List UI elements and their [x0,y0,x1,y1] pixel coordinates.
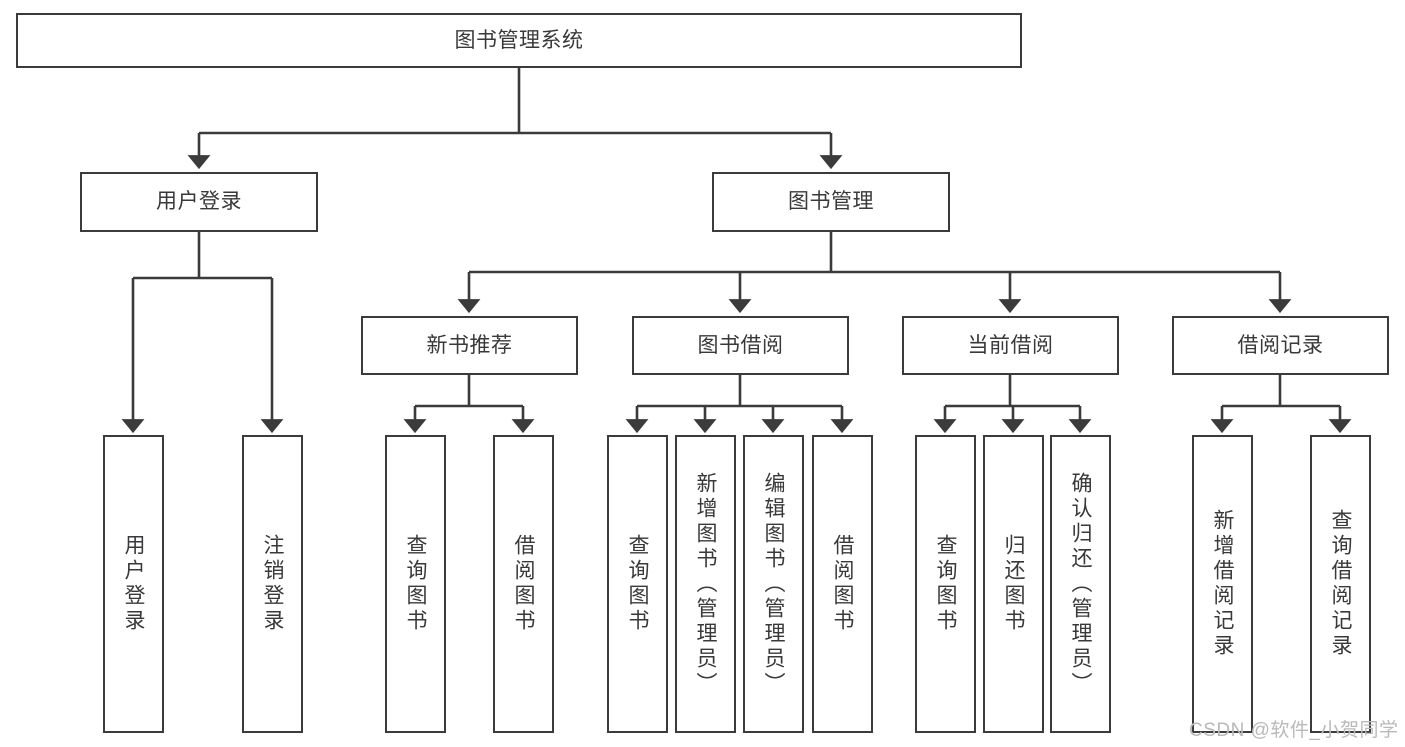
node-root[interactable]: 图书管理系统 [16,13,1022,68]
node-borrow-record-label: 借阅记录 [1237,333,1324,357]
node-leaf-query-record[interactable]: 查询借阅记录 [1310,435,1371,733]
node-leaf-add-record-label: 新增借阅记录 [1211,509,1234,659]
node-leaf-logout[interactable]: 注销登录 [242,435,303,733]
node-leaf-borrow-book-2-label: 借阅图书 [831,534,854,634]
node-leaf-borrow-book-2[interactable]: 借阅图书 [812,435,873,733]
node-leaf-add-book-label: 新增图书（管理员） [694,471,717,697]
node-borrow-record[interactable]: 借阅记录 [1172,316,1389,375]
node-leaf-user-login-label: 用户登录 [122,534,145,634]
node-current-borrow[interactable]: 当前借阅 [902,316,1119,375]
node-leaf-query-book-1[interactable]: 查询图书 [385,435,446,733]
node-leaf-query-record-label: 查询借阅记录 [1329,509,1352,659]
node-book-borrow-label: 图书借阅 [697,333,784,357]
node-leaf-query-book-1-label: 查询图书 [404,534,427,634]
node-leaf-add-book[interactable]: 新增图书（管理员） [675,435,736,733]
node-leaf-edit-book-label: 编辑图书（管理员） [762,471,785,697]
node-leaf-confirm-return-label: 确认归还（管理员） [1069,471,1092,697]
node-leaf-add-record[interactable]: 新增借阅记录 [1192,435,1253,733]
node-user-login[interactable]: 用户登录 [80,172,318,232]
node-book-borrow[interactable]: 图书借阅 [632,316,849,375]
node-leaf-borrow-book-1-label: 借阅图书 [512,534,535,634]
node-book-manage[interactable]: 图书管理 [712,172,950,232]
node-user-login-label: 用户登录 [156,190,242,214]
node-new-book-rec[interactable]: 新书推荐 [361,316,578,375]
node-leaf-return-book-label: 归还图书 [1002,534,1025,634]
node-leaf-user-login[interactable]: 用户登录 [103,435,164,733]
node-new-book-rec-label: 新书推荐 [426,333,513,357]
node-current-borrow-label: 当前借阅 [967,333,1054,357]
node-leaf-confirm-return[interactable]: 确认归还（管理员） [1050,435,1111,733]
node-leaf-query-book-3-label: 查询图书 [934,534,957,634]
node-leaf-borrow-book-1[interactable]: 借阅图书 [493,435,554,733]
node-leaf-return-book[interactable]: 归还图书 [983,435,1044,733]
node-leaf-query-book-2[interactable]: 查询图书 [607,435,668,733]
node-leaf-logout-label: 注销登录 [261,534,284,634]
node-book-manage-label: 图书管理 [788,190,874,214]
node-leaf-query-book-3[interactable]: 查询图书 [915,435,976,733]
node-leaf-edit-book[interactable]: 编辑图书（管理员） [743,435,804,733]
node-root-label: 图书管理系统 [454,28,584,52]
node-leaf-query-book-2-label: 查询图书 [626,534,649,634]
